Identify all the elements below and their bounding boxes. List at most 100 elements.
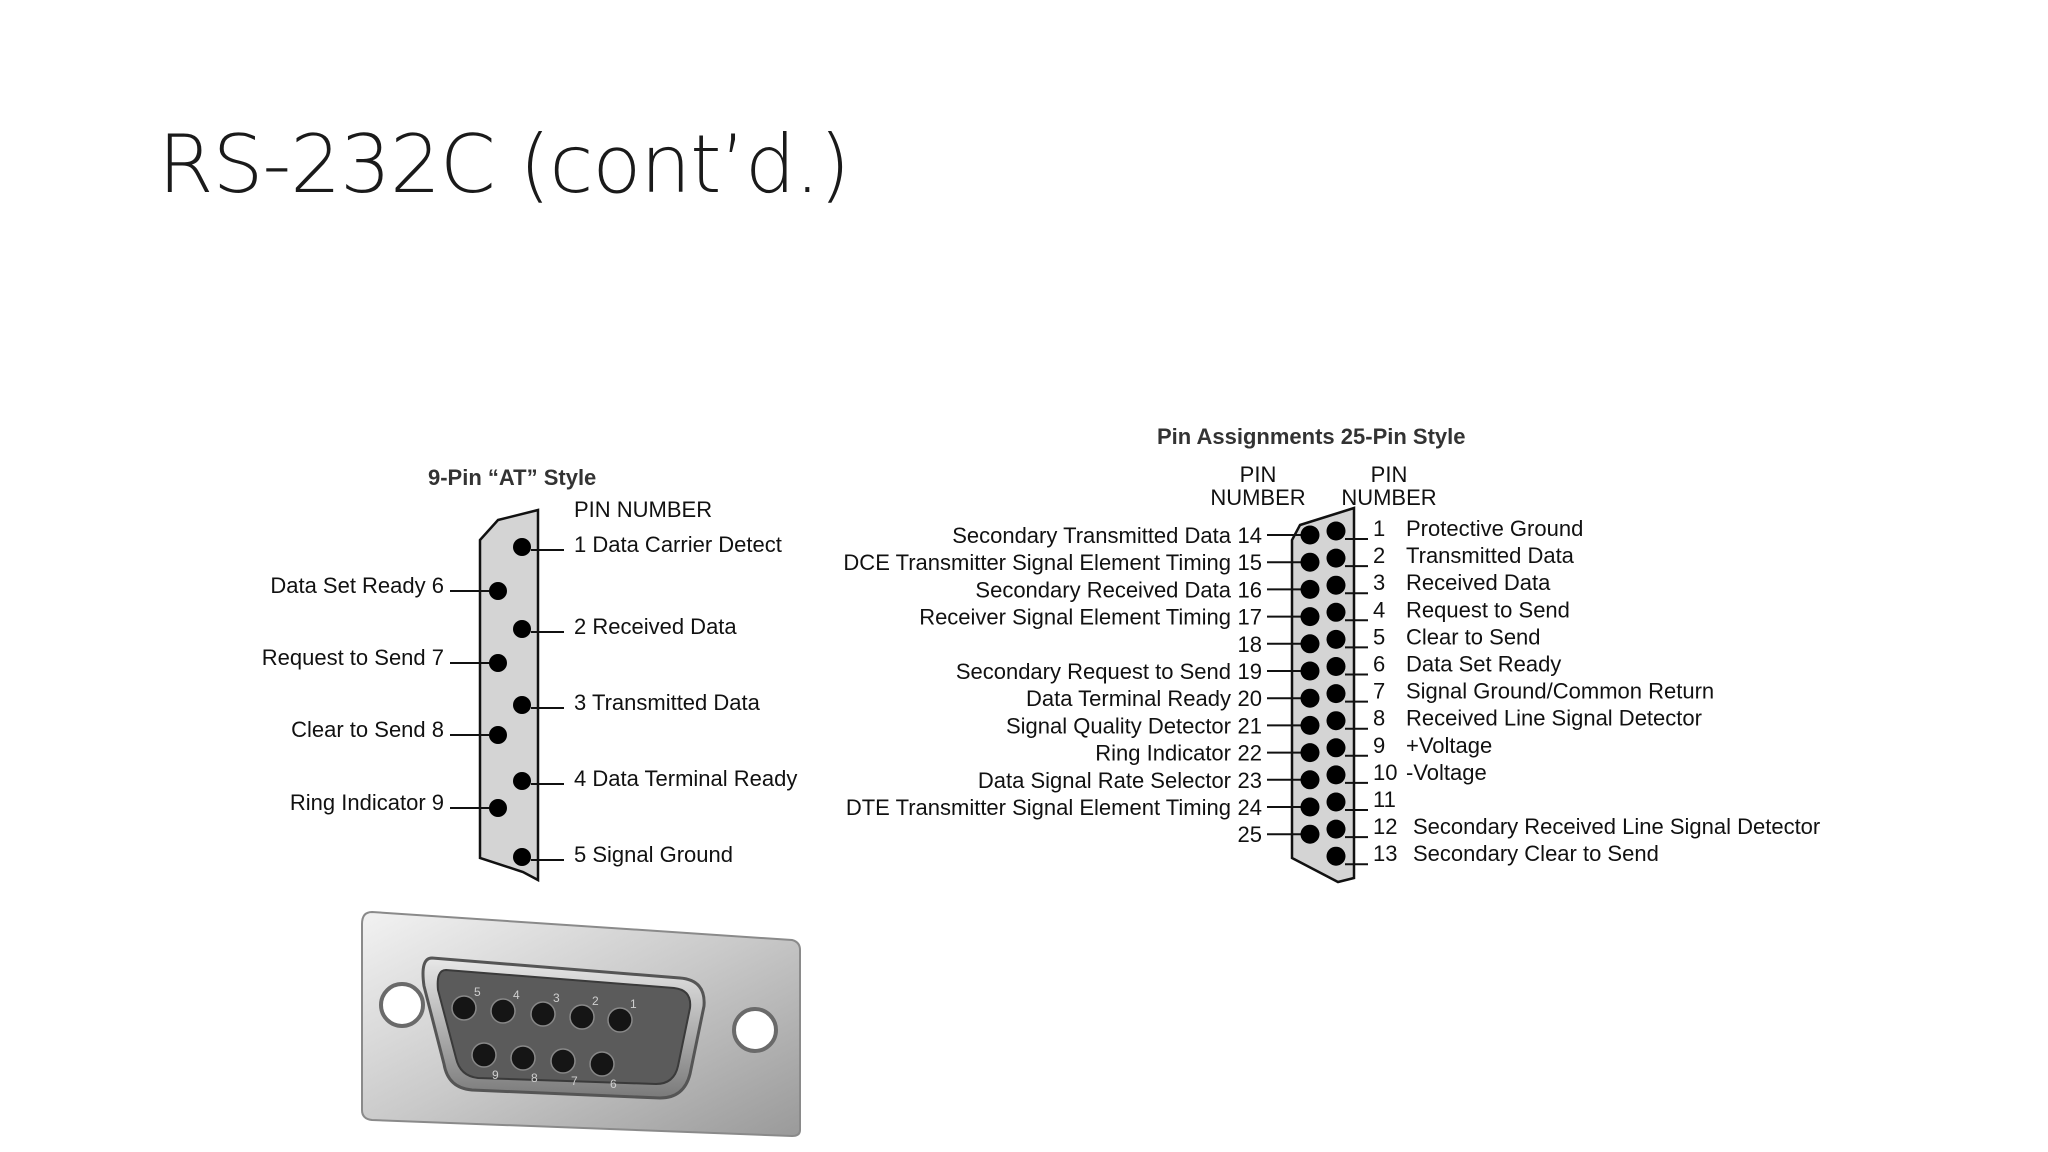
nine-pin-dot <box>513 848 531 866</box>
right-pin-number: 3 <box>1373 570 1385 595</box>
nine-pin-dot <box>489 654 507 672</box>
left-pin-number: 14 <box>1238 523 1262 548</box>
right-pin-label: Secondary Clear to Send <box>1413 841 1659 866</box>
left-pin-dot <box>1300 552 1320 572</box>
nine-pin-dot <box>513 620 531 638</box>
right-pin-label: Signal Ground/Common Return <box>1406 679 1714 704</box>
nine-pin-connector-shell <box>478 508 540 883</box>
right-pin-dot <box>1326 657 1346 676</box>
nine-pin-right-label: 5 Signal Ground <box>574 842 733 867</box>
left-pin-number: 19 <box>1238 659 1262 684</box>
nine-pin-left-label: Ring Indicator 9 <box>290 790 444 815</box>
nine-pin-dot <box>513 538 531 556</box>
socket-hole <box>471 1042 497 1068</box>
left-pin-label: Secondary Received Data <box>975 577 1231 602</box>
right-pin-label: Protective Ground <box>1406 516 1583 541</box>
right-pin-label: Received Line Signal Detector <box>1406 706 1702 731</box>
right-pin-dot <box>1326 819 1346 839</box>
right-pin-number: 7 <box>1373 679 1385 704</box>
right-pin-dot <box>1326 629 1346 649</box>
right-pin-dot <box>1326 521 1346 541</box>
right-pin-number: 8 <box>1373 706 1385 731</box>
right-pin-number: 6 <box>1373 652 1385 677</box>
nine-pin-left-label: Data Set Ready 6 <box>270 573 444 598</box>
socket-number: 3 <box>553 991 560 1005</box>
left-pin-label: Data Signal Rate Selector <box>978 768 1231 793</box>
right-pin-dot <box>1326 602 1346 622</box>
nine-pin-dot <box>513 772 531 790</box>
nine-pin-dot <box>489 726 507 744</box>
left-pin-number: 24 <box>1238 795 1262 820</box>
left-pin-number: 25 <box>1238 822 1262 847</box>
left-pin-label: Data Terminal Ready <box>1026 686 1231 711</box>
right-pin-dot <box>1326 684 1346 704</box>
socket-number: 6 <box>610 1077 617 1091</box>
twentyfive-pin-diagram: Pin Assignments 25-Pin Style PIN NUMBER … <box>843 424 1820 884</box>
left-pin-number: 20 <box>1238 686 1262 711</box>
left-pin-number: 23 <box>1238 768 1262 793</box>
right-pin-number: 2 <box>1373 543 1385 568</box>
twentyfive-pin-title: Pin Assignments 25-Pin Style <box>1157 424 1466 449</box>
left-pin-label: DTE Transmitter Signal Element Timing <box>846 795 1231 820</box>
right-pin-header-line2: NUMBER <box>1341 485 1436 510</box>
left-pin-number: 17 <box>1238 605 1262 630</box>
right-pin-dot <box>1326 792 1346 812</box>
right-pin-label: Clear to Send <box>1406 624 1541 649</box>
socket-number: 1 <box>630 997 637 1011</box>
right-pin-label: -Voltage <box>1406 760 1487 785</box>
socket-number: 2 <box>592 994 599 1008</box>
nine-pin-right-label: 1 Data Carrier Detect <box>574 532 782 557</box>
nine-pin-left-label: Clear to Send 8 <box>291 717 444 742</box>
socket-hole <box>607 1007 633 1033</box>
right-pin-dot <box>1326 846 1346 866</box>
right-pin-number: 9 <box>1373 733 1385 758</box>
socket-hole <box>589 1051 615 1077</box>
left-pin-dot <box>1300 797 1320 817</box>
left-pin-label: Signal Quality Detector <box>1006 713 1231 738</box>
right-pin-number: 10 <box>1373 760 1397 785</box>
left-pin-dot <box>1300 824 1320 844</box>
nine-pin-right-label: 4 Data Terminal Ready <box>574 766 797 791</box>
left-pin-dot <box>1300 661 1320 681</box>
left-pin-dot <box>1300 579 1320 599</box>
socket-number: 4 <box>513 988 520 1002</box>
socket-number: 9 <box>492 1068 499 1082</box>
right-pin-label: Received Data <box>1406 570 1551 595</box>
right-pin-dot <box>1326 548 1346 568</box>
left-pin-dot <box>1300 607 1320 627</box>
left-pin-number: 21 <box>1238 713 1262 738</box>
socket-hole <box>530 1001 556 1027</box>
socket-number: 8 <box>531 1071 538 1085</box>
left-pin-label: Secondary Transmitted Data <box>952 523 1232 548</box>
right-pin-number: 5 <box>1373 624 1385 649</box>
nine-pin-dot <box>489 799 507 817</box>
nine-pin-number-header: PIN NUMBER <box>574 497 712 522</box>
right-pin-label: +Voltage <box>1406 733 1492 758</box>
left-pin-header-line1: PIN <box>1240 462 1277 487</box>
socket-hole <box>451 995 477 1021</box>
left-pin-label: Receiver Signal Element Timing <box>919 605 1231 630</box>
right-pin-number: 11 <box>1373 787 1396 812</box>
socket-hole <box>490 998 516 1024</box>
left-pin-dot <box>1300 525 1320 545</box>
nine-pin-right-label: 3 Transmitted Data <box>574 690 761 715</box>
left-pin-dot <box>1300 688 1320 708</box>
socket-number: 7 <box>571 1074 578 1088</box>
mount-hole-left <box>379 982 425 1028</box>
right-pin-dot <box>1326 711 1346 731</box>
slide-title: RS-232C (cont’d.) <box>158 118 850 211</box>
left-pin-dot <box>1300 634 1320 654</box>
left-pin-dot <box>1300 715 1320 735</box>
right-pin-label: Data Set Ready <box>1406 652 1561 677</box>
left-pin-dot <box>1300 743 1320 763</box>
left-pin-label: Ring Indicator <box>1095 741 1231 766</box>
mount-hole-right <box>732 1007 778 1053</box>
nine-pin-title: 9-Pin “AT” Style <box>428 465 596 490</box>
socket-number: 5 <box>474 985 481 999</box>
left-pin-dot <box>1300 770 1320 790</box>
right-pin-dot <box>1326 738 1346 758</box>
socket-hole <box>550 1048 576 1074</box>
right-pin-label: Secondary Received Line Signal Detector <box>1413 814 1820 839</box>
